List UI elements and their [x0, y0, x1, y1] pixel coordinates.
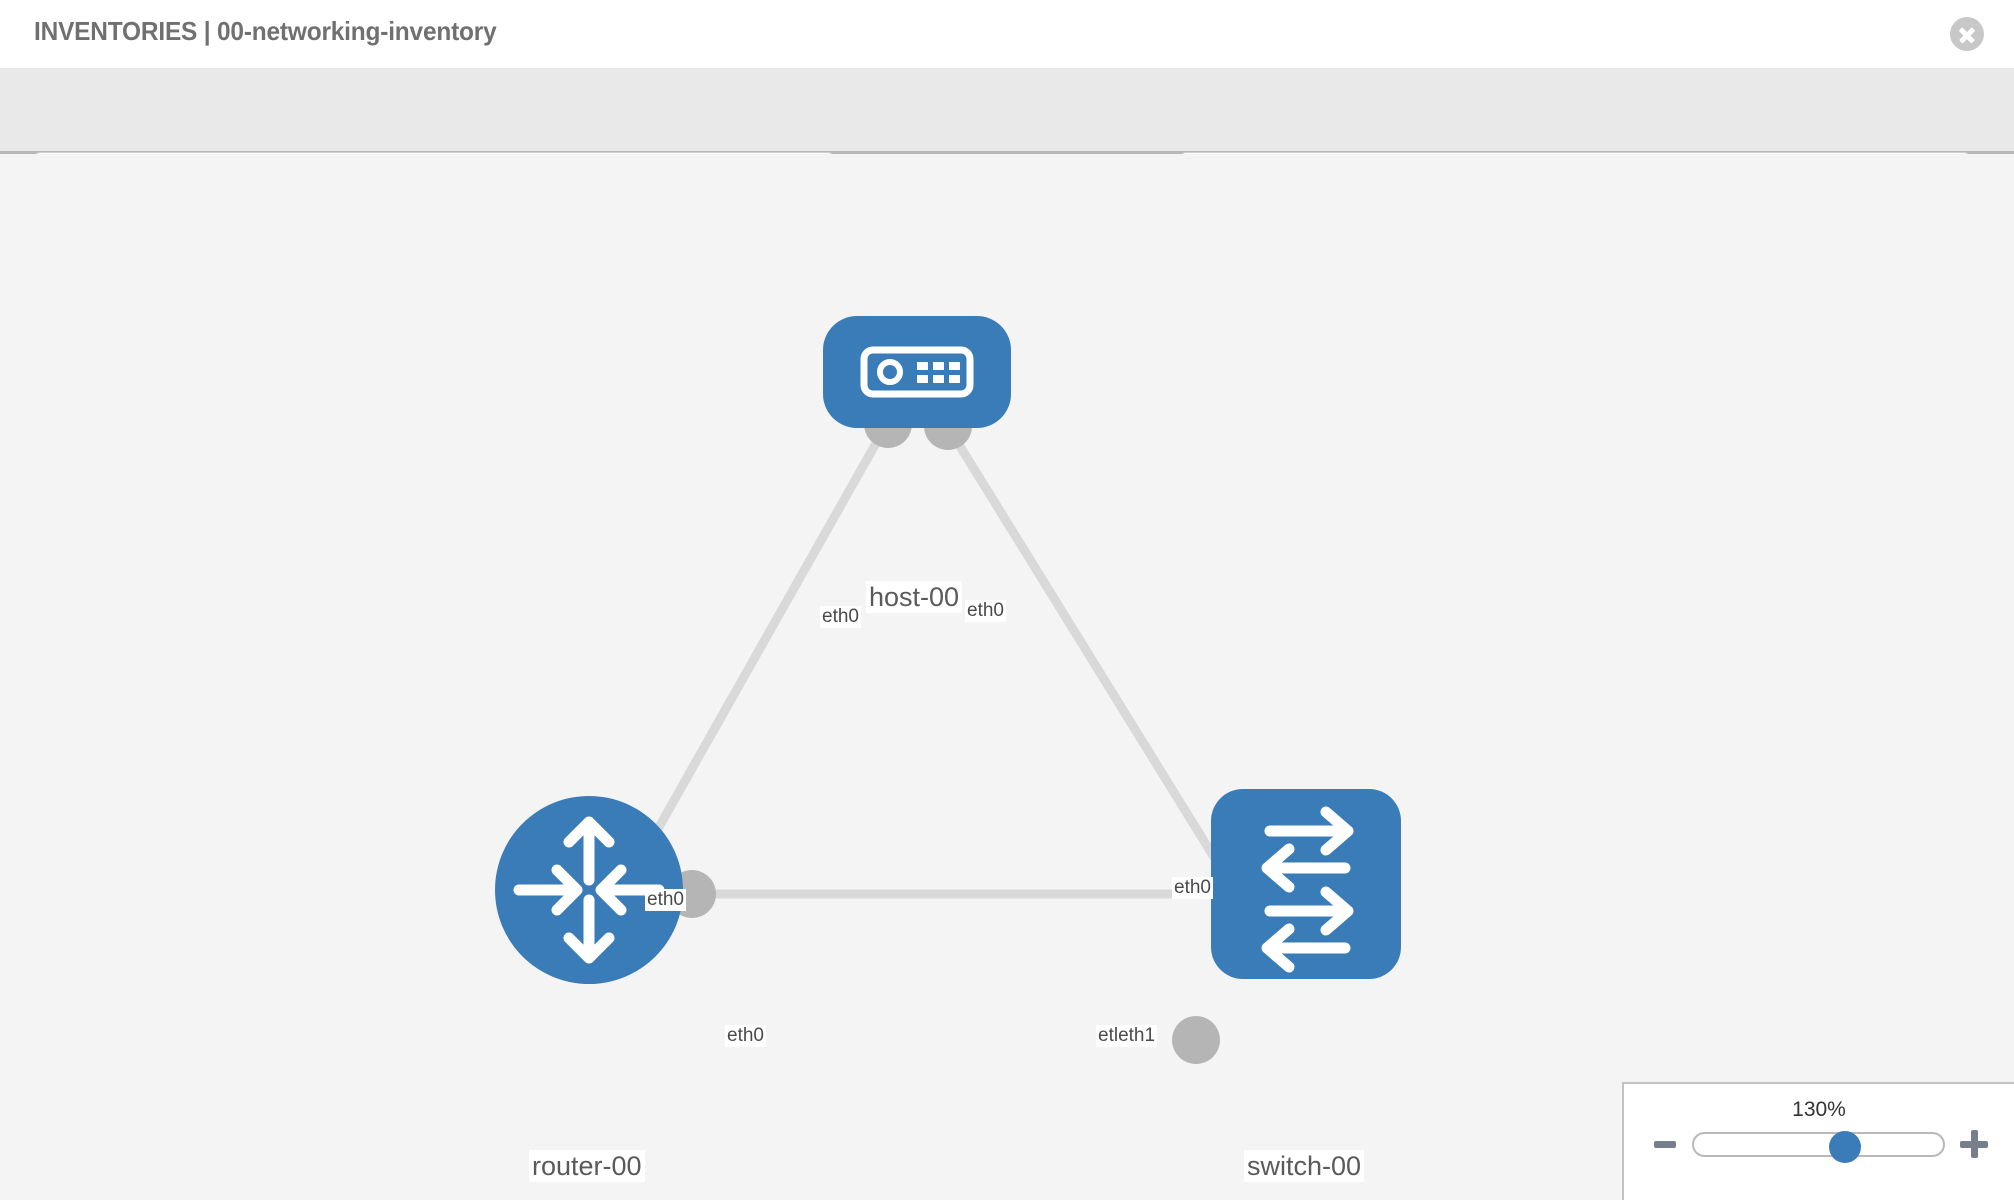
node-router-00 — [495, 796, 683, 984]
topology-links — [616, 419, 1248, 899]
node-label-switch-00: switch-00 — [1244, 1150, 1365, 1182]
port-switch-left — [1172, 1016, 1220, 1064]
topology-canvas[interactable]: eth0 eth0 host-00 eth0 eth0 eth0 etleth1… — [0, 154, 2014, 1200]
topology-graph — [495, 316, 1401, 1064]
edge-label-router-host: eth0 — [645, 889, 686, 911]
edge-label-host-left: eth0 — [820, 606, 861, 628]
switch-icon — [1261, 806, 1354, 973]
server-icon — [860, 346, 974, 398]
zoom-control-panel: 130% — [1622, 1082, 2014, 1200]
page-title: INVENTORIES | 00-networking-inventory — [34, 16, 497, 46]
node-label-router-00: router-00 — [529, 1150, 645, 1182]
zoom-slider-thumb[interactable] — [1829, 1131, 1862, 1163]
zoom-in-button[interactable] — [1960, 1130, 1988, 1158]
zoom-level-value: 130% — [1792, 1098, 1846, 1121]
edge-label-switch-host: eth0 — [1172, 877, 1213, 899]
node-label-host-00: host-00 — [866, 581, 963, 613]
router-icon — [513, 816, 665, 964]
edge-label-router-switch-source: eth0 — [725, 1025, 766, 1047]
node-host-00 — [823, 316, 1011, 428]
zoom-out-button[interactable] — [1654, 1141, 1676, 1148]
topology-ports — [668, 400, 1260, 1064]
page-header: INVENTORIES | 00-networking-inventory — [0, 0, 2014, 68]
zoom-slider-track[interactable] — [1692, 1132, 1945, 1157]
link-host-router — [616, 419, 892, 899]
edge-label-router-switch-target: etleth1 — [1096, 1025, 1158, 1047]
node-switch-00 — [1211, 789, 1401, 979]
toolbar: ACTIONS SEARCH — [0, 68, 2014, 204]
edge-label-host-right: eth0 — [965, 600, 1006, 622]
link-host-switch — [941, 419, 1242, 899]
close-icon[interactable] — [1950, 17, 1984, 51]
